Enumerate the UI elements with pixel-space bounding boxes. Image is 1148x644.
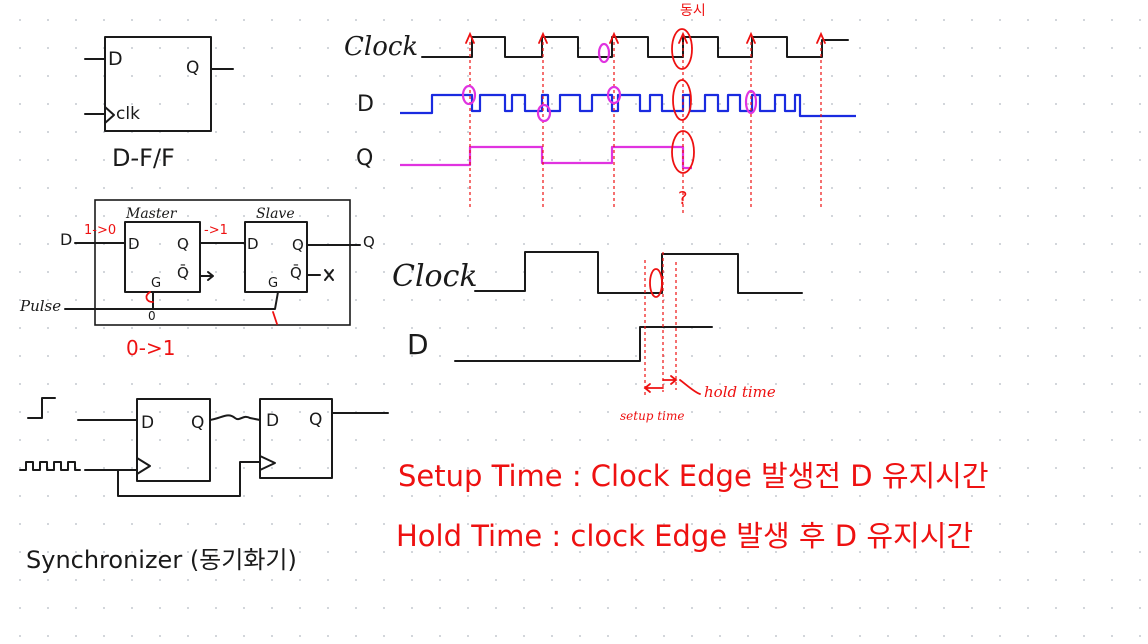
- hold-time-label: hold time: [704, 385, 776, 400]
- pulse-label: Pulse: [20, 299, 61, 314]
- clock-waveform: [422, 37, 848, 57]
- setup-time-definition: Setup Time : Clock Edge 발생전 D 유지시간: [398, 462, 989, 491]
- slave-g-label: G: [268, 277, 278, 290]
- sync-clock-pulses: [20, 462, 80, 470]
- synchronizer-caption: Synchronizer (동기화기): [26, 548, 297, 572]
- slave-q-label: Q: [292, 238, 304, 253]
- zoom-clock-waveform: [475, 252, 802, 293]
- master-g-label: G: [151, 277, 161, 290]
- d-waveform: [400, 95, 856, 116]
- master-d-label: D: [128, 237, 140, 252]
- master-slave-circuit: [65, 200, 360, 325]
- master-out-note: ->1: [204, 224, 228, 237]
- clock-glitch-mark: [599, 44, 609, 62]
- setup-time-label: setup time: [620, 410, 684, 422]
- pulse-transition-label: 0->1: [126, 338, 175, 358]
- sync-ff1-d-label: D: [141, 415, 154, 432]
- edge-arrows: [466, 34, 825, 43]
- d-mark-2: [538, 105, 550, 121]
- zoom-clock-label: Clock: [392, 262, 478, 292]
- unknown-q-mark: ?: [678, 190, 688, 208]
- hold-leader: [680, 380, 700, 394]
- hold-time-definition: Hold Time : clock Edge 발생 후 D 유지시간: [396, 522, 973, 551]
- dff-caption: D-F/F: [112, 146, 175, 170]
- master-q-label: Q: [177, 237, 189, 252]
- dff-clk-label: clk: [116, 106, 140, 123]
- master-title-label: Master: [126, 207, 176, 221]
- sync-input-step: [28, 398, 55, 418]
- sync-link-wire: [210, 415, 260, 420]
- timing-clock-label: Clock: [344, 34, 418, 60]
- setup-time-arrow: [645, 384, 663, 392]
- sync-ff1-box: [137, 399, 210, 481]
- dff-q-label: Q: [186, 60, 199, 77]
- slave-qbar-x: [325, 270, 333, 280]
- zoom-d-waveform: [455, 327, 712, 361]
- timing-d-label: D: [357, 94, 374, 116]
- q-waveform: [400, 147, 692, 168]
- dff-clk-triangle: [105, 107, 114, 123]
- timing-zoom: [455, 252, 802, 395]
- pulse-wire: [65, 292, 278, 309]
- timing-q-label: Q: [356, 148, 373, 170]
- synchronizer-circuit: [20, 398, 388, 496]
- sync-clock-loop: [118, 462, 260, 496]
- pulse-value-label: 0: [148, 310, 156, 322]
- ms-d-input-label: D: [60, 232, 72, 248]
- sync-ff1-clk-triangle: [137, 458, 150, 474]
- sync-ff1-q-label: Q: [191, 415, 204, 432]
- zoom-d-label: D: [407, 331, 429, 359]
- timing-top: [400, 29, 856, 215]
- hold-time-arrow: [663, 376, 676, 384]
- sync-ff2-d-label: D: [266, 413, 279, 430]
- slave-qbar-label: Q̄: [290, 266, 302, 281]
- slave-title-label: Slave: [256, 207, 295, 221]
- sync-note-label: 동시: [680, 4, 706, 18]
- master-qbar-label: Q̄: [177, 266, 189, 281]
- clock-edge-guides: [470, 42, 821, 215]
- sync-ff2-q-label: Q: [309, 412, 322, 429]
- sync-ff2-clk-triangle: [260, 456, 275, 470]
- dff-d-label: D: [108, 50, 123, 69]
- slave-d-label: D: [247, 237, 259, 252]
- slave-gate-mark: [273, 312, 277, 324]
- ms-output-q-label: Q: [363, 235, 375, 250]
- ms-d-transition-label: 1->0: [84, 224, 116, 237]
